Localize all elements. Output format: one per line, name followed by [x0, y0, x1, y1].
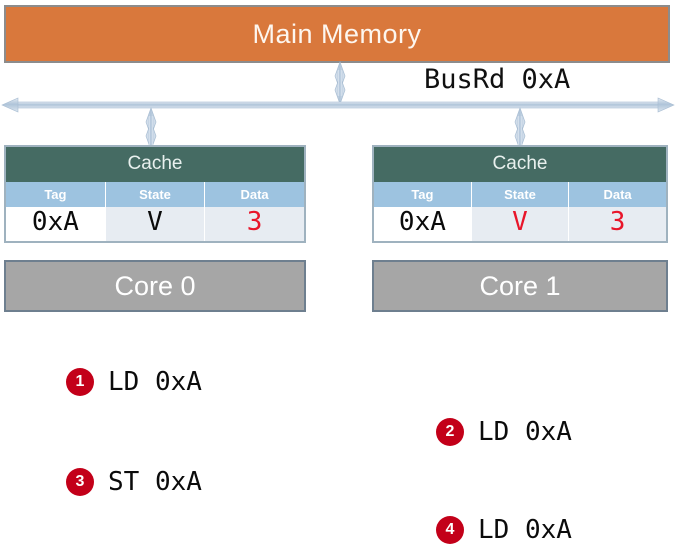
cache-title-1: Cache	[374, 147, 666, 182]
core-block-0: Core 0	[4, 260, 306, 312]
arrow-bus-to-cache-1	[514, 106, 526, 152]
cache-data-row-0: 0xA V 3	[6, 207, 304, 242]
step-badge-2: 2	[436, 418, 464, 446]
main-memory-label: Main Memory	[252, 18, 422, 49]
bus-line	[1, 97, 675, 113]
bus-transaction-label: BusRd 0xA	[424, 64, 571, 95]
core-label-1: Core 1	[479, 270, 561, 301]
cache-title-0: Cache	[6, 147, 304, 182]
cache-tag-value-0: 0xA	[6, 207, 106, 242]
cache-header-row-1: Tag State Data	[374, 182, 666, 207]
step-text-1: LD 0xA	[108, 367, 202, 397]
main-memory-block: Main Memory	[4, 5, 670, 63]
arrow-bus-to-cache-0	[145, 106, 157, 152]
bus-arrows	[1, 60, 675, 152]
step-text-3: ST 0xA	[108, 467, 202, 497]
arrow-memory-to-bus	[334, 60, 346, 106]
cache-col-tag-0: Tag	[6, 182, 106, 207]
step-item-3: 3 ST 0xA	[66, 467, 202, 497]
cache-data-value-1: 3	[568, 207, 666, 242]
cache-table-1: Tag State Data 0xA V 3	[374, 182, 666, 242]
core-label-0: Core 0	[114, 270, 196, 301]
step-text-2: LD 0xA	[478, 417, 572, 447]
cache-col-state-1: State	[471, 182, 570, 207]
cache-state-value-1: V	[471, 207, 570, 242]
step-item-2: 2 LD 0xA	[436, 417, 572, 447]
cache-table-0: Tag State Data 0xA V 3	[6, 182, 304, 242]
cache-col-data-0: Data	[204, 182, 304, 207]
cache-col-state-0: State	[105, 182, 206, 207]
cache-col-data-1: Data	[568, 182, 666, 207]
step-badge-3: 3	[66, 468, 94, 496]
step-item-4: 4 LD 0xA	[436, 515, 572, 545]
cache-state-value-0: V	[105, 207, 206, 242]
step-badge-1: 1	[66, 368, 94, 396]
cache-col-tag-1: Tag	[374, 182, 472, 207]
cache-data-row-1: 0xA V 3	[374, 207, 666, 242]
step-item-1: 1 LD 0xA	[66, 367, 202, 397]
step-text-4: LD 0xA	[478, 515, 572, 545]
cache-block-1: Cache Tag State Data 0xA V 3	[372, 145, 668, 244]
core-block-1: Core 1	[372, 260, 668, 312]
step-badge-4: 4	[436, 516, 464, 544]
cache-block-0: Cache Tag State Data 0xA V 3	[4, 145, 306, 244]
cache-data-value-0: 3	[204, 207, 304, 242]
cache-tag-value-1: 0xA	[374, 207, 472, 242]
cache-header-row-0: Tag State Data	[6, 182, 304, 207]
